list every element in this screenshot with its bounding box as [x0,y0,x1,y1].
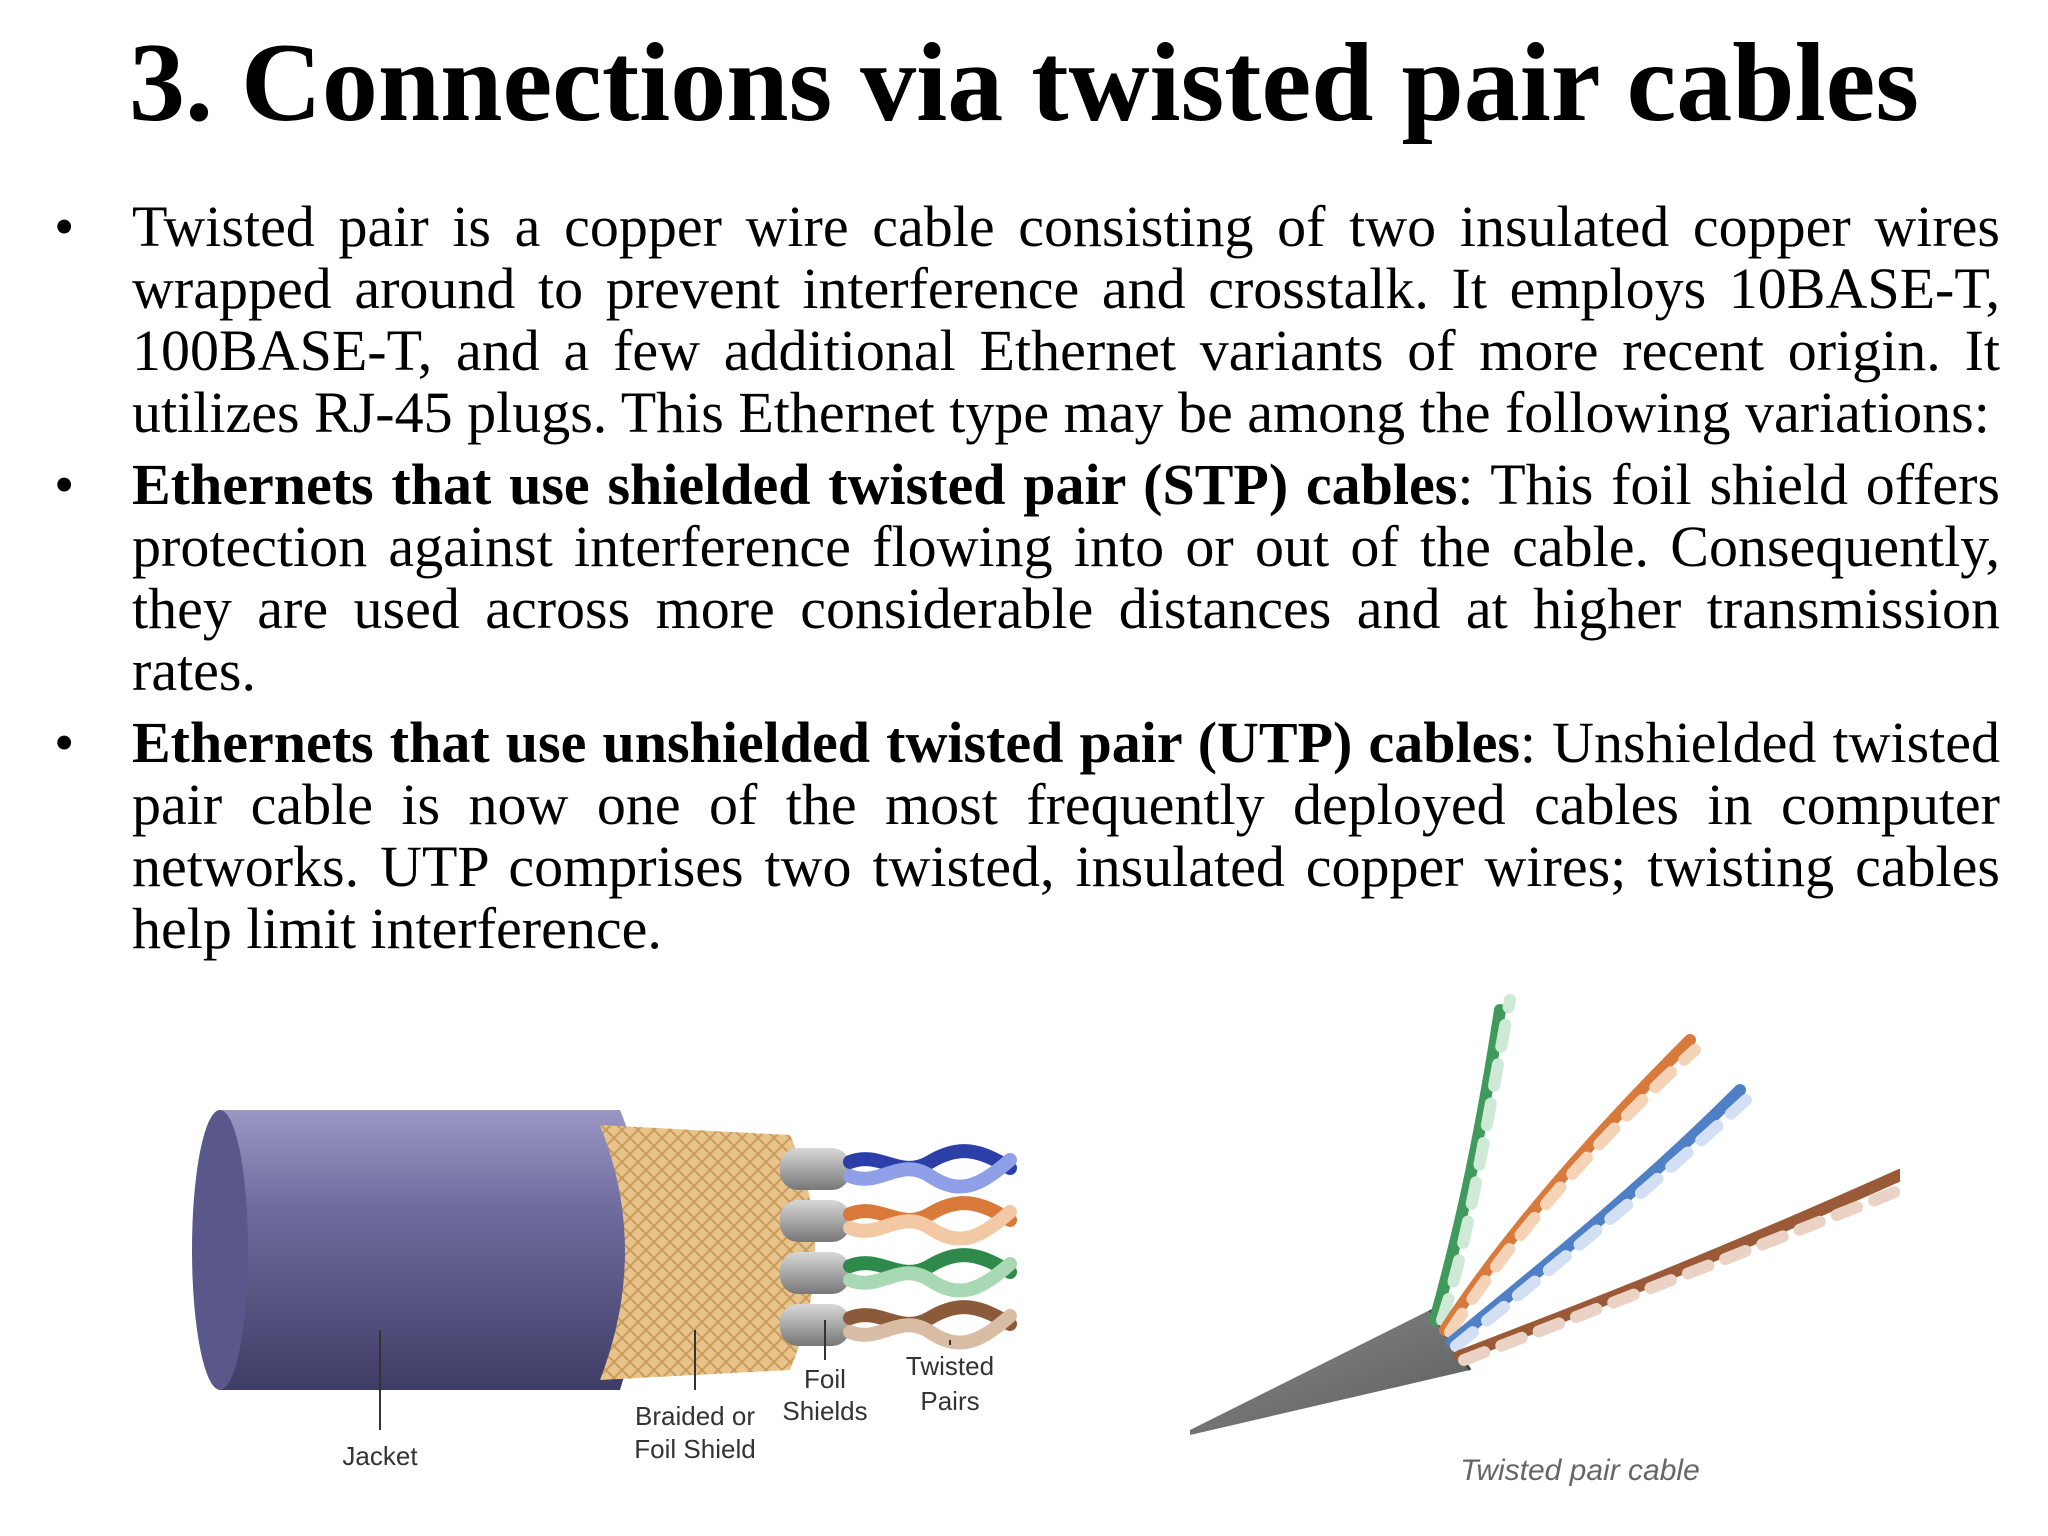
bullet-dot: • [54,710,75,775]
utp-cable-illustration: Twisted pair cable [1190,994,1900,1487]
label-foil-line2: Shields [782,1396,867,1426]
label-foil-line1: Foil [804,1364,846,1394]
label-braided-line2: Foil Shield [634,1434,755,1464]
bullet-list: • Twisted pair is a copper wire cable co… [40,196,2000,970]
bullet-dot: • [54,194,75,259]
stp-cable-illustration: Jacket Braided or Foil Shield Foil Shiel… [192,1110,1017,1471]
twisted-pairs [843,1144,1017,1350]
label-braided-line1: Braided or [635,1401,755,1431]
bullet-dot: • [54,452,75,517]
label-twisted-line2: Pairs [920,1386,979,1416]
page-title: 3. Connections via twisted pair cables [129,21,1919,145]
label-jacket: Jacket [342,1441,418,1471]
stp-cable-figure: Jacket Braided or Foil Shield Foil Shiel… [150,1090,1080,1490]
bullet-text: : This foil shield offers protection aga… [132,452,2000,703]
jacket-shape [195,1110,645,1390]
bullet-text: Twisted pair is a copper wire cable cons… [132,194,2000,445]
utp-jacket-shape [1190,1310,1470,1435]
utp-caption: Twisted pair cable [1460,1454,1700,1487]
bullet-item-intro: • Twisted pair is a copper wire cable co… [40,196,2000,444]
foil-shields [780,1148,850,1346]
bullet-item-stp: • Ethernets that use shielded twisted pa… [40,454,2000,702]
bullet-bold: Ethernets that use shielded twisted pair… [132,452,1458,517]
bullet-text: : Unshielded twisted pair cable is now o… [132,710,2000,961]
bullet-item-utp: • Ethernets that use unshielded twisted … [40,712,2000,960]
utp-cable-figure: Twisted pair cable [1180,980,1900,1500]
label-twisted-line1: Twisted [906,1351,994,1381]
braid-shape [600,1125,815,1380]
bullet-bold: Ethernets that use unshielded twisted pa… [132,710,1520,775]
utp-twisted-pairs [1429,994,1900,1366]
